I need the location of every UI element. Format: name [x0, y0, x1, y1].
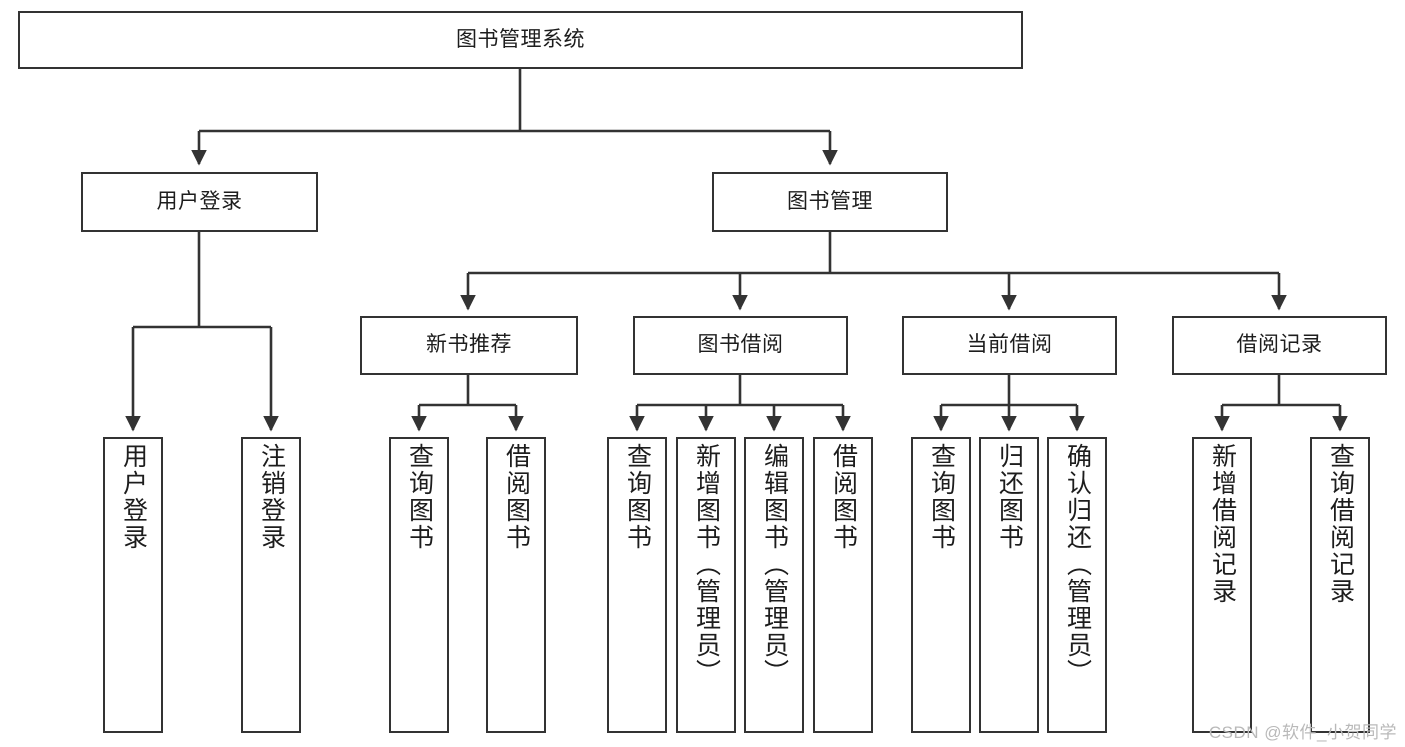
node-root-system[interactable]: 图书管理系统	[18, 11, 1023, 69]
leaf-user-login-logout[interactable]: 注销登录	[241, 437, 301, 733]
node-label: 当前借阅	[966, 333, 1053, 357]
node-label: 借阅图书	[829, 443, 858, 551]
leaf-current-confirm-return-admin[interactable]: 确认归还（管理员）	[1047, 437, 1107, 733]
node-label: 查询图书	[623, 443, 652, 551]
node-label: 图书管理系统	[456, 27, 585, 51]
leaf-borrow-edit-book-admin[interactable]: 编辑图书（管理员）	[744, 437, 804, 733]
node-label: 注销登录	[257, 443, 286, 551]
watermark: CSDN @软件_小贺同学	[1208, 723, 1397, 742]
leaf-record-query-record[interactable]: 查询借阅记录	[1310, 437, 1370, 733]
leaf-borrow-add-book-admin[interactable]: 新增图书（管理员）	[676, 437, 736, 733]
node-book-management[interactable]: 图书管理	[712, 172, 948, 232]
node-label: 新增借阅记录	[1208, 443, 1237, 605]
node-label: 查询图书	[405, 443, 434, 551]
node-user-login[interactable]: 用户登录	[81, 172, 318, 232]
node-label: 借阅记录	[1236, 333, 1323, 357]
leaf-recommend-borrow-book[interactable]: 借阅图书	[486, 437, 546, 733]
node-label: 用户登录	[156, 189, 243, 213]
leaf-borrow-query-book[interactable]: 查询图书	[607, 437, 667, 733]
node-label: 新书推荐	[426, 333, 512, 357]
leaf-record-add-record[interactable]: 新增借阅记录	[1192, 437, 1252, 733]
node-label: 图书管理	[787, 189, 873, 213]
node-label: 查询图书	[927, 443, 956, 551]
node-label: 查询借阅记录	[1326, 443, 1355, 605]
leaf-borrow-borrow-book[interactable]: 借阅图书	[813, 437, 873, 733]
leaf-current-return-book[interactable]: 归还图书	[979, 437, 1039, 733]
node-label: 确认归还（管理员）	[1063, 443, 1092, 686]
node-label: 归还图书	[995, 443, 1024, 551]
node-label: 图书借阅	[697, 333, 784, 357]
node-current-borrow[interactable]: 当前借阅	[902, 316, 1117, 375]
node-label: 编辑图书（管理员）	[760, 443, 789, 686]
leaf-current-query-book[interactable]: 查询图书	[911, 437, 971, 733]
leaf-user-login-login[interactable]: 用户登录	[103, 437, 163, 733]
leaf-recommend-query-book[interactable]: 查询图书	[389, 437, 449, 733]
node-label: 借阅图书	[502, 443, 531, 551]
node-book-borrow[interactable]: 图书借阅	[633, 316, 848, 375]
node-new-book-recommend[interactable]: 新书推荐	[360, 316, 578, 375]
node-label: 用户登录	[119, 443, 148, 551]
node-label: 新增图书（管理员）	[692, 443, 721, 686]
node-borrow-record[interactable]: 借阅记录	[1172, 316, 1387, 375]
